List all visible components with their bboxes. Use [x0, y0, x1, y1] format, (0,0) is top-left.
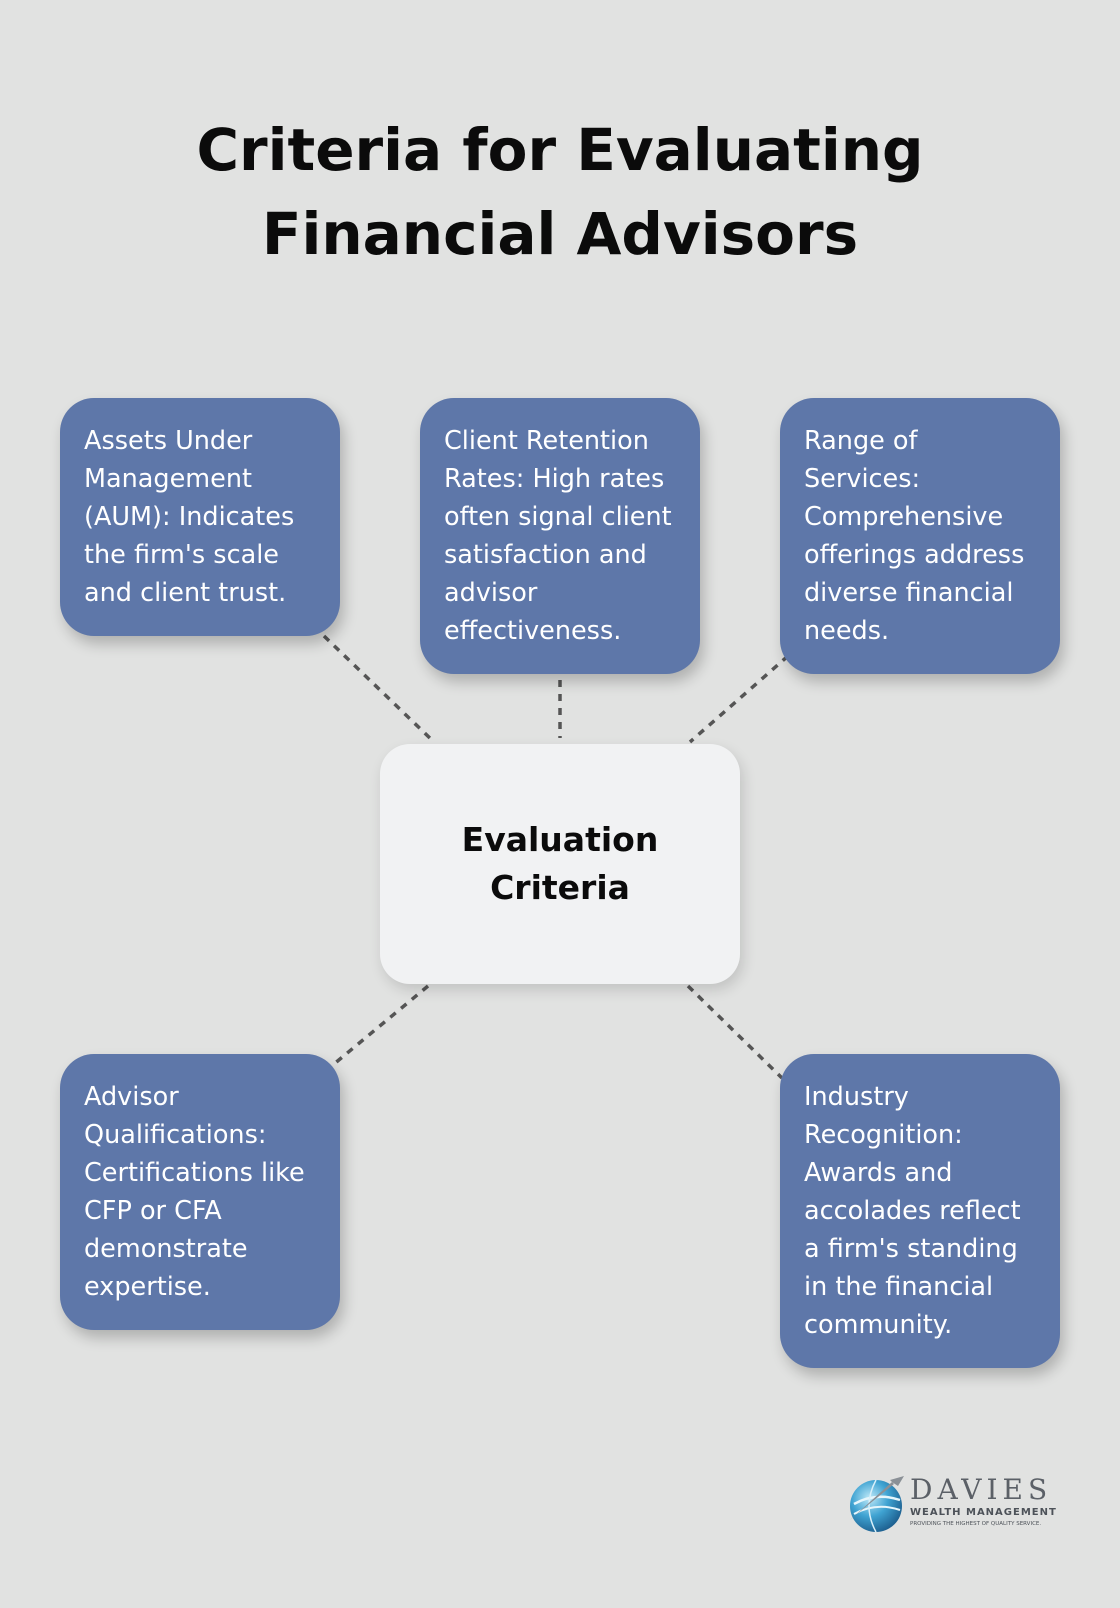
- criteria-card-text: Assets Under Management (AUM): Indicates…: [84, 426, 295, 608]
- criteria-card-recognition: Industry Recognition: Awards and accolad…: [780, 1054, 1060, 1368]
- company-logo: DAVIES WEALTH MANAGEMENT PROVIDING THE H…: [846, 1474, 1056, 1534]
- criteria-card-qualifications: Advisor Qualifications: Certifications l…: [60, 1054, 340, 1330]
- criteria-card-text: Industry Recognition: Awards and accolad…: [804, 1082, 1021, 1340]
- criteria-card-text: Advisor Qualifications: Certifications l…: [84, 1082, 305, 1302]
- criteria-card-services: Range of Services: Comprehensive offerin…: [780, 398, 1060, 674]
- page-title: Criteria for Evaluating Financial Adviso…: [0, 108, 1120, 276]
- criteria-card-aum: Assets Under Management (AUM): Indicates…: [60, 398, 340, 636]
- connector-services: [688, 654, 790, 744]
- connector-recognition: [686, 984, 784, 1080]
- globe-icon: [850, 1476, 904, 1533]
- title-line-2: Financial Advisors: [261, 200, 859, 268]
- center-node-label: Evaluation Criteria: [461, 820, 659, 907]
- criteria-card-text: Client Retention Rates: High rates often…: [444, 426, 672, 646]
- connector-aum: [322, 634, 436, 744]
- criteria-card-retention: Client Retention Rates: High rates often…: [420, 398, 700, 674]
- logo-subtitle: WEALTH MANAGEMENT: [910, 1507, 1057, 1518]
- title-line-1: Criteria for Evaluating: [196, 116, 924, 184]
- connector-qualifications: [332, 984, 430, 1066]
- center-node: Evaluation Criteria: [380, 744, 740, 984]
- logo-wordmark: DAVIES: [910, 1473, 1053, 1506]
- criteria-card-text: Range of Services: Comprehensive offerin…: [804, 426, 1025, 646]
- logo-tagline: PROVIDING THE HIGHEST OF QUALITY SERVICE…: [910, 1521, 1042, 1527]
